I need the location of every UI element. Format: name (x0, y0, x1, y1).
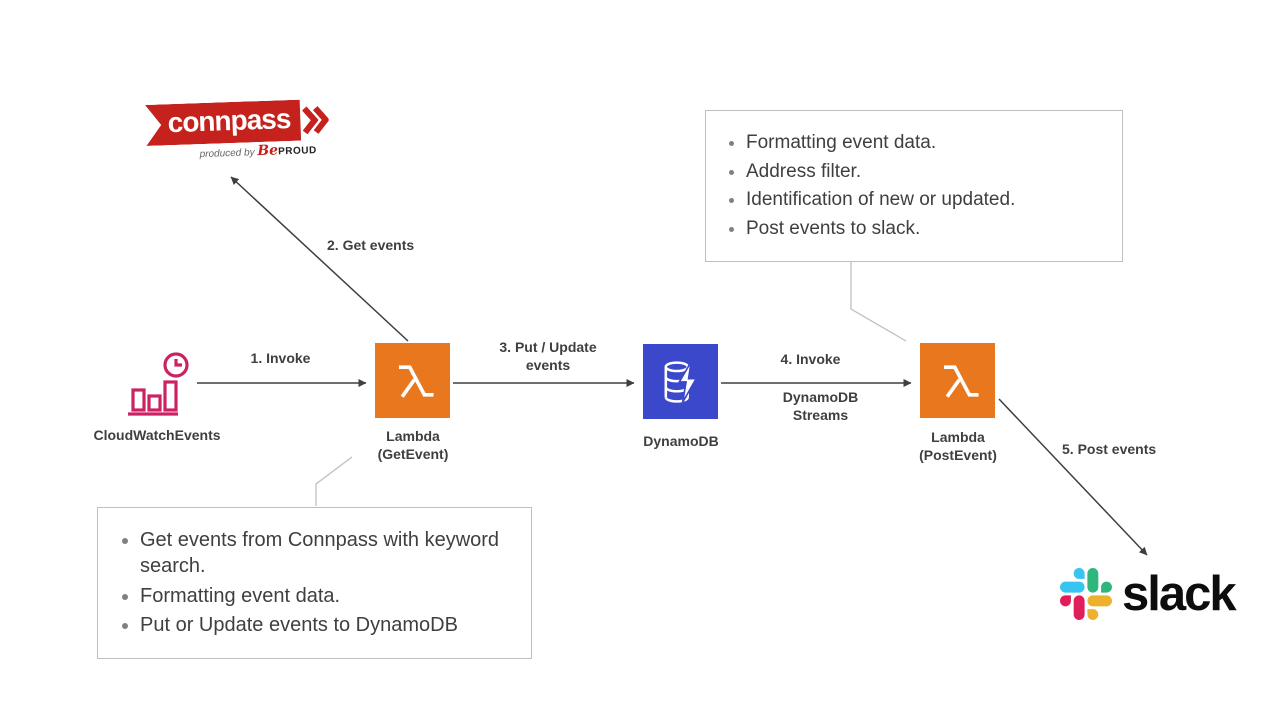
note-item: Address filter. (746, 159, 1102, 185)
note-connector-get (315, 456, 353, 506)
lambda-getevent-label: Lambda (GetEvent) (338, 427, 488, 463)
edge-label-get-events: 2. Get events (327, 237, 415, 253)
note-item: Formatting event data. (746, 130, 1102, 156)
slack-wordmark: slack (1122, 566, 1237, 621)
dynamodb-icon (643, 344, 718, 419)
note-item: Formatting event data. (140, 583, 513, 609)
byline-proud: PROUD (277, 145, 317, 158)
note-item: Identification of new or updated. (746, 187, 1102, 213)
slack-icon (1060, 568, 1112, 620)
connpass-chevrons-icon (301, 105, 329, 134)
getevent-note-list: Get events from Connpass with keyword se… (98, 508, 531, 658)
lambda-postevent-label: Lambda (PostEvent) (883, 428, 1033, 464)
edge-label-put-update: 3. Put / Update events (499, 339, 597, 374)
connpass-logo: connpass produced by BePROUD (145, 99, 329, 163)
lambda-postevent-icon (920, 343, 995, 418)
edge-label-dynamodb-streams: DynamoDB Streams (782, 389, 859, 424)
byline-be: Be (257, 142, 279, 160)
note-connector-post (850, 256, 907, 342)
postevent-note-list: Formatting event data. Address filter. I… (706, 111, 1122, 261)
connpass-wordmark: connpass (145, 100, 301, 146)
lambda-getevent-name: Lambda (386, 428, 440, 444)
edge-label-invoke-post: 4. Invoke (780, 351, 841, 367)
lambda-getevent-icon (375, 343, 450, 418)
getevent-note: Get events from Connpass with keyword se… (97, 507, 532, 659)
edge-label-invoke-get: 1. Invoke (250, 350, 311, 366)
lambda-postevent-name: Lambda (931, 429, 985, 445)
lambda-postevent-qualifier: (PostEvent) (919, 447, 997, 464)
dynamodb-label: DynamoDB (643, 433, 719, 449)
note-item: Get events from Connpass with keyword se… (140, 527, 513, 580)
note-item: Put or Update events to DynamoDB (140, 612, 513, 638)
cloudwatch-events-label: CloudWatchEvents (93, 427, 221, 443)
cloudwatch-events-icon (120, 350, 194, 424)
lambda-getevent-qualifier: (GetEvent) (377, 446, 449, 463)
byline-prefix: produced by (199, 147, 255, 161)
postevent-note: Formatting event data. Address filter. I… (705, 110, 1123, 262)
edge-get-events-arrow (230, 176, 409, 342)
note-item: Post events to slack. (746, 216, 1102, 242)
edge-post-events-arrow (998, 398, 1148, 556)
slack-logo: slack (1060, 566, 1237, 621)
edge-label-post-events: 5. Post events (1062, 441, 1157, 457)
